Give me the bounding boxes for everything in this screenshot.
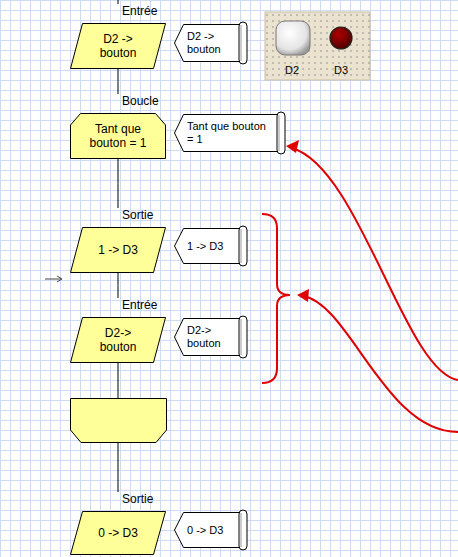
- comment-box: 0 -> D3: [174, 512, 248, 548]
- block-heading: Sortie: [122, 492, 153, 506]
- node-text: 0 -> D3: [187, 524, 223, 537]
- shape-outline: Tant que bouton = 1: [174, 114, 286, 152]
- node-text: D2-> bouton: [187, 324, 236, 350]
- node-text: D2-> bouton: [92, 326, 144, 354]
- node-text: 0 -> D3: [98, 526, 138, 540]
- callout-bracket: [262, 214, 290, 383]
- comment-box: Tant que bouton = 1: [174, 114, 286, 152]
- block-heading: Entrée: [122, 298, 157, 312]
- led-symbol: [330, 27, 352, 49]
- node-text: Tant que bouton = 1: [82, 122, 154, 150]
- shape-outline: 1 -> D3: [70, 227, 166, 273]
- block-heading: Sortie: [122, 208, 153, 222]
- node-text: 1 -> D3: [187, 240, 223, 253]
- io-box: Sortie 1 -> D3: [70, 208, 166, 273]
- flow-line: [118, 273, 119, 298]
- simulation-panel: [265, 12, 370, 80]
- node-text: Tant que bouton = 1: [187, 120, 267, 146]
- pointer-arrow: [45, 276, 62, 282]
- block-heading: Boucle: [122, 94, 159, 108]
- comment-box: D2 -> bouton: [174, 24, 248, 62]
- shape-outline: 0 -> D3: [174, 512, 248, 548]
- io-box: Entrée D2 -> bouton: [70, 4, 166, 69]
- shape-outline: Tant que bouton = 1: [70, 113, 166, 159]
- shape-outline: 0 -> D3: [70, 511, 166, 555]
- flow-line: [118, 159, 119, 208]
- loop-box: BoucleTant que bouton = 1: [70, 94, 166, 159]
- io-box: EntréeD2-> bouton: [70, 298, 166, 363]
- block-heading: Entrée: [122, 4, 157, 18]
- shape-outline: D2-> bouton: [174, 318, 248, 356]
- shape-outline: D2 -> bouton: [70, 23, 166, 69]
- pin-label: D3: [334, 64, 348, 76]
- loop-end-shape: [71, 398, 167, 443]
- leader-line: [292, 148, 458, 432]
- node-text: D2 -> bouton: [92, 32, 144, 60]
- shape-outline: 1 -> D3: [174, 228, 248, 264]
- comment-box: D2-> bouton: [174, 318, 248, 356]
- push-button: [276, 21, 310, 55]
- node-text: 1 -> D3: [98, 243, 138, 257]
- pin-label: D2: [285, 64, 299, 76]
- flow-line: [118, 69, 119, 94]
- shape-outline: D2-> bouton: [70, 317, 166, 363]
- comment-box: 1 -> D3: [174, 228, 248, 264]
- flow-line: [118, 0, 119, 4]
- io-box: Sortie 0 -> D3: [70, 492, 166, 555]
- node-text: D2 -> bouton: [187, 30, 236, 56]
- leader-arrowhead: [286, 140, 309, 302]
- shape-outline: D2 -> bouton: [174, 24, 248, 62]
